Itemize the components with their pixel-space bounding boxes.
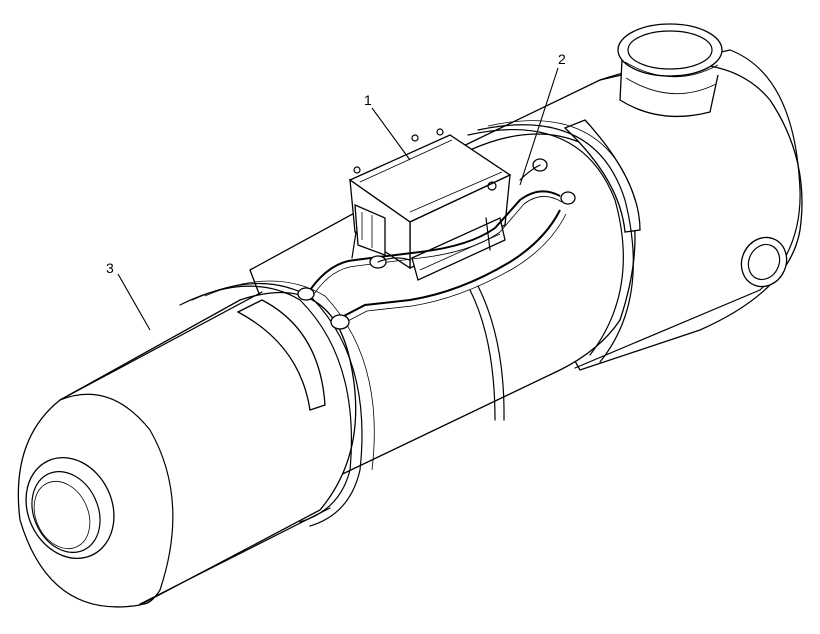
outlet-pipe-top xyxy=(617,23,723,118)
callout-2: 2 xyxy=(519,51,566,186)
control-module xyxy=(348,128,512,281)
side-port xyxy=(740,236,788,288)
callout-2-label: 2 xyxy=(558,51,566,67)
sensor-tubes xyxy=(297,158,576,330)
callout-1-leader xyxy=(371,107,411,161)
callout-2-leader xyxy=(519,67,559,186)
callout-3-leader xyxy=(117,273,151,331)
inlet-pipe-front xyxy=(25,456,115,560)
callout-1-label: 1 xyxy=(364,92,372,108)
callout-1: 1 xyxy=(364,92,411,161)
callout-3-label: 3 xyxy=(106,260,114,276)
callout-3: 3 xyxy=(106,260,151,331)
front-canister xyxy=(17,280,375,608)
